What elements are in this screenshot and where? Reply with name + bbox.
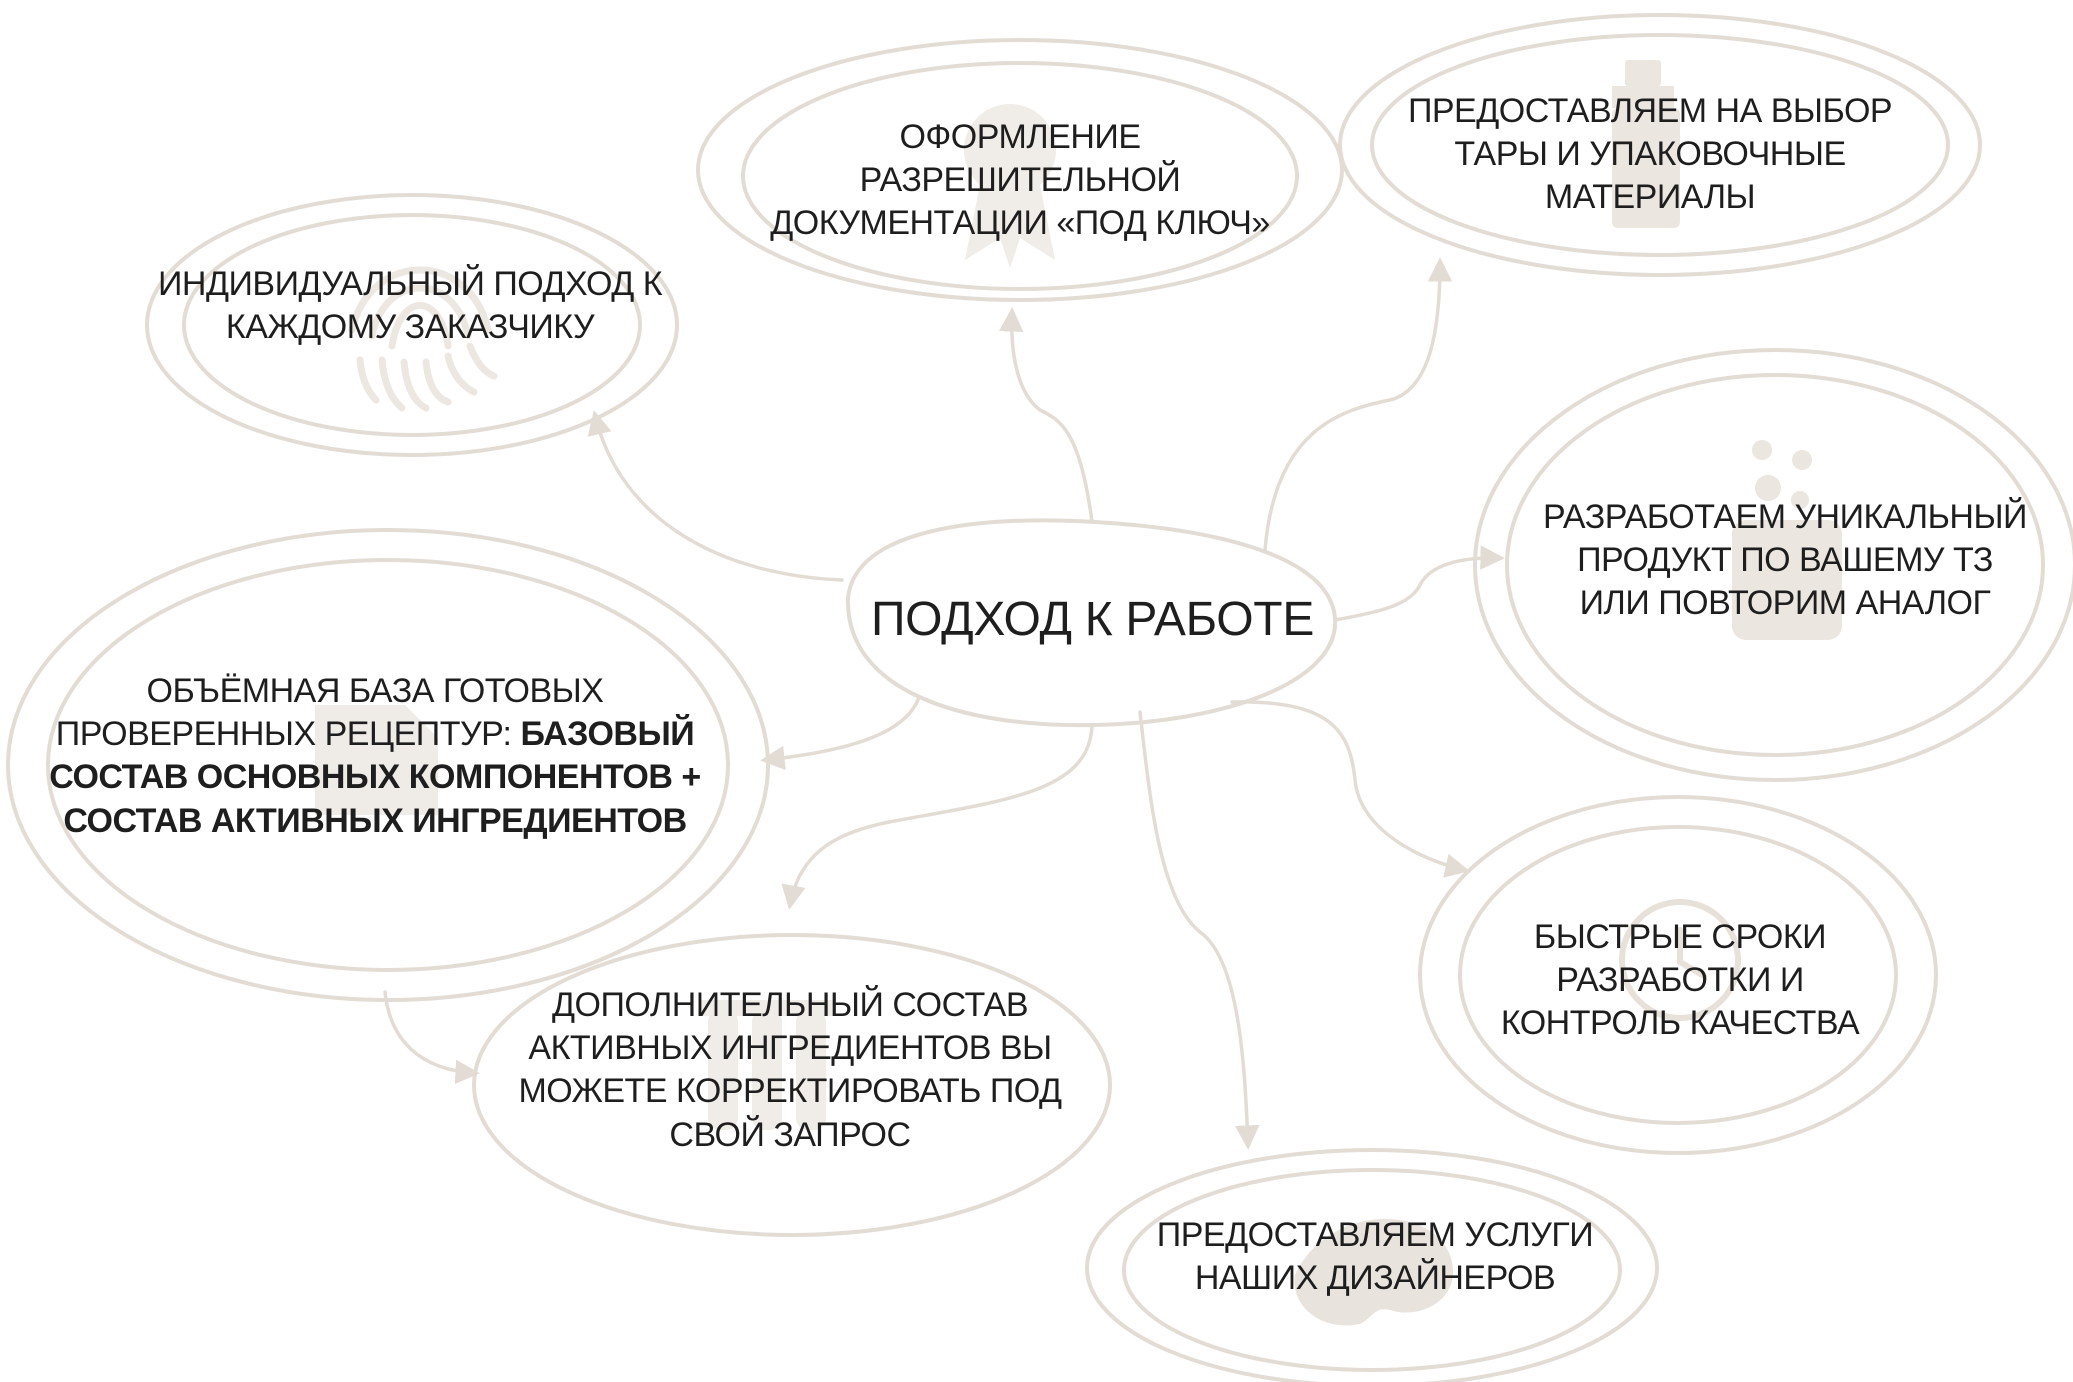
node-designers-label: ПРЕДОСТАВЛЯЕМ УСЛУГИ НАШИХ ДИЗАЙНЕРОВ <box>1156 1216 1594 1298</box>
node-fast-label: БЫСТРЫЕ СРОКИ РАЗРАБОТКИ И КОНТРОЛЬ КАЧЕ… <box>1500 918 1860 1043</box>
recipes-bold-line-3: СОСТАВ ОСНОВНЫХ КОМПОНЕНТОВ + <box>49 758 701 797</box>
certificate-icon <box>964 104 1056 268</box>
recipes-bold-line-4: СОСТАВ АКТИВНЫХ ИНГРЕДИЕНТОВ <box>63 801 687 840</box>
bubble-packaging-outline <box>1338 13 1982 277</box>
fingerprint-icon <box>348 266 498 412</box>
clock-icon <box>1619 899 1741 1021</box>
center-node-label: ПОДХОД К РАБОТЕ <box>870 593 1315 646</box>
document-icon <box>315 705 438 815</box>
flask-icon <box>1732 440 1842 640</box>
node-recipes-label: ОБЪЁМНАЯ БАЗА ГОТОВЫХ ПРОВЕРЕННЫХ РЕЦЕПТ… <box>49 672 701 840</box>
bubble-individual-outline <box>145 193 679 457</box>
arrow-to-designers <box>1138 710 1260 1150</box>
bubble-center-outline <box>845 518 1338 728</box>
recipes-bold-text: БАЗОВЫЙ <box>520 715 695 754</box>
node-documents-label: ОФОРМЛЕНИЕ РАЗРЕШИТЕЛЬНОЙ ДОКУМЕНТАЦИИ «… <box>770 118 1270 243</box>
test-tubes-icon <box>700 1000 834 1130</box>
node-individual-label: ИНДИВИДУАЛЬНЫЙ ПОДХОД К КАЖДОМУ ЗАКАЗЧИК… <box>157 265 663 347</box>
arrow-to-fast <box>1230 700 1470 878</box>
bottle-icon <box>1612 60 1680 228</box>
connector-arrows <box>383 257 1505 1150</box>
node-packaging-label: ПРЕДОСТАВЛЯЕМ НА ВЫБОР ТАРЫ И УПАКОВОЧНЫ… <box>1407 92 1893 217</box>
arrow-recipes-to-additional <box>383 990 480 1085</box>
bubble-fast-outline <box>1418 795 1938 1155</box>
arrow-to-recipes <box>760 698 920 771</box>
arrow-to-additional <box>781 723 1094 910</box>
node-additional-label: ДОПОЛНИТЕЛЬНЫЙ СОСТАВ АКТИВНЫХ ИНГРЕДИЕН… <box>518 986 1062 1154</box>
palette-icon <box>1294 1218 1454 1326</box>
arrow-to-documents <box>998 307 1094 524</box>
arrow-to-individual <box>587 410 844 582</box>
arrow-to-unique-product <box>1333 545 1505 622</box>
bubble-documents-outline <box>696 38 1344 302</box>
node-unique-product-label: РАЗРАБОТАЕМ УНИКАЛЬНЫЙ ПРОДУКТ ПО ВАШЕМУ… <box>1543 498 2028 623</box>
recipes-regular-text: ПРОВЕРЕННЫХ РЕЦЕПТУР: <box>55 715 521 754</box>
bubble-additional-outline <box>472 933 1112 1237</box>
bubble-designers-outline <box>1085 1148 1659 1382</box>
arrow-to-packaging <box>1263 257 1453 552</box>
bubble-unique-product-outline <box>1473 348 2073 782</box>
